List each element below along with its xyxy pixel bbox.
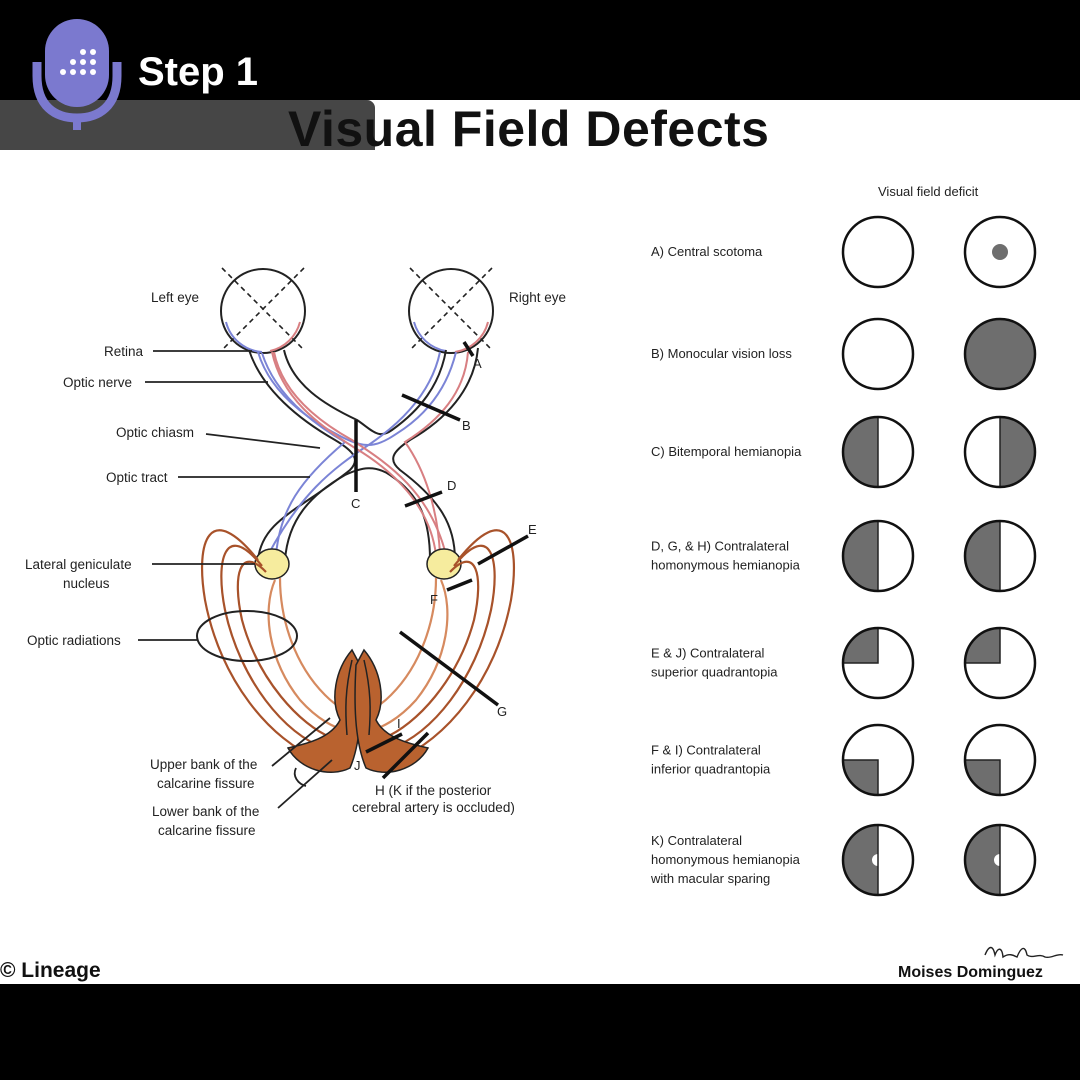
lesion-marks	[354, 341, 529, 780]
bottom-bar	[0, 984, 1080, 1080]
left-eye-field	[841, 415, 915, 489]
left-eye-field	[841, 823, 915, 897]
right-eye-field	[963, 519, 1037, 593]
left-eye-field	[841, 519, 915, 593]
left-eye-field	[841, 215, 915, 289]
deficit-label: with macular sparing	[650, 871, 770, 886]
deficit-label: E & J) Contralateral	[651, 646, 765, 661]
copyright: © Lineage	[0, 959, 101, 982]
label-optic-chiasm: Optic chiasm	[116, 425, 194, 440]
letter-f: F	[430, 592, 438, 607]
label-h-note-2: cerebral artery is occluded)	[352, 800, 515, 815]
deficit-label: F & I) Contralateral	[651, 743, 761, 758]
label-optic-radiations: Optic radiations	[27, 633, 121, 648]
label-optic-nerve: Optic nerve	[63, 375, 132, 390]
letter-g: G	[497, 704, 507, 719]
label-right-eye: Right eye	[509, 290, 566, 305]
deficit-header: Visual field deficit	[878, 184, 979, 199]
letter-c: C	[351, 496, 360, 511]
left-eye-field	[841, 626, 915, 700]
header-band	[0, 100, 375, 150]
label-upper-bank-2: calcarine fissure	[157, 776, 255, 791]
deficit-row: E & J) Contralateral superior quadrantopi…	[651, 626, 1037, 700]
deficit-row: D, G, & H) Contralateral homonymous hemia…	[651, 519, 1037, 593]
deficit-label: B) Monocular vision loss	[651, 346, 792, 361]
deficit-label: homonymous hemianopia	[651, 558, 801, 573]
author-name: Moises Dominguez	[898, 964, 1043, 981]
deficit-row: F & I) Contralateral inferior quadrantopi…	[651, 723, 1037, 797]
left-eye	[220, 267, 306, 354]
top-bar	[0, 0, 1080, 100]
letter-i: I	[397, 716, 401, 731]
deficit-row: A) Central scotoma	[651, 215, 1037, 289]
step-label: Step 1	[138, 50, 259, 94]
optic-radiations	[200, 529, 516, 762]
letter-j: J	[354, 758, 361, 773]
deficit-label: A) Central scotoma	[651, 244, 763, 259]
deficit-label: superior quadrantopia	[651, 665, 778, 680]
deficit-row: B) Monocular vision loss	[651, 317, 1037, 391]
label-upper-bank-1: Upper bank of the	[150, 757, 257, 772]
left-eye-field	[841, 723, 915, 797]
right-eye-field	[963, 823, 1037, 897]
right-eye-field	[963, 317, 1037, 391]
right-eye-field	[963, 215, 1037, 289]
deficit-label: inferior quadrantopia	[651, 762, 771, 777]
left-eye-field	[841, 317, 915, 391]
deficit-label: D, G, & H) Contralateral	[651, 539, 789, 554]
letter-e: E	[528, 522, 537, 537]
author-signature	[984, 946, 1064, 959]
label-optic-tract: Optic tract	[106, 470, 168, 485]
page-title: Visual Field Defects	[288, 101, 770, 157]
letter-d: D	[447, 478, 456, 493]
occipital-cortex	[286, 648, 430, 773]
deficit-row: K) Contralateral homonymous hemianopia wit…	[650, 823, 1037, 897]
optic-radiations-circle	[196, 610, 298, 662]
letter-b: B	[462, 418, 471, 433]
right-eye	[408, 267, 494, 354]
leader-lines	[138, 350, 333, 809]
deficit-row: C) Bitemporal hemianopia	[651, 415, 1037, 489]
label-lower-bank-1: Lower bank of the	[152, 804, 259, 819]
label-retina: Retina	[104, 344, 144, 359]
label-lgn-2: nucleus	[63, 576, 110, 591]
deficit-label: C) Bitemporal hemianopia	[651, 444, 802, 459]
right-eye-field	[963, 415, 1037, 489]
right-eye-field	[963, 723, 1037, 797]
deficit-label: K) Contralateral	[651, 833, 742, 848]
label-lower-bank-2: calcarine fissure	[158, 823, 256, 838]
deficit-label: homonymous hemianopia	[651, 852, 801, 867]
label-h-note-1: H (K if the posterior	[375, 783, 492, 798]
right-eye-field	[963, 626, 1037, 700]
label-left-eye: Left eye	[151, 290, 199, 305]
letter-a: A	[473, 356, 482, 371]
deficit-rows: A) Central scotoma B) Monocular vision lo…	[650, 215, 1037, 897]
label-lgn-1: Lateral geniculate	[25, 557, 132, 572]
microphone-icon[interactable]	[30, 14, 124, 132]
